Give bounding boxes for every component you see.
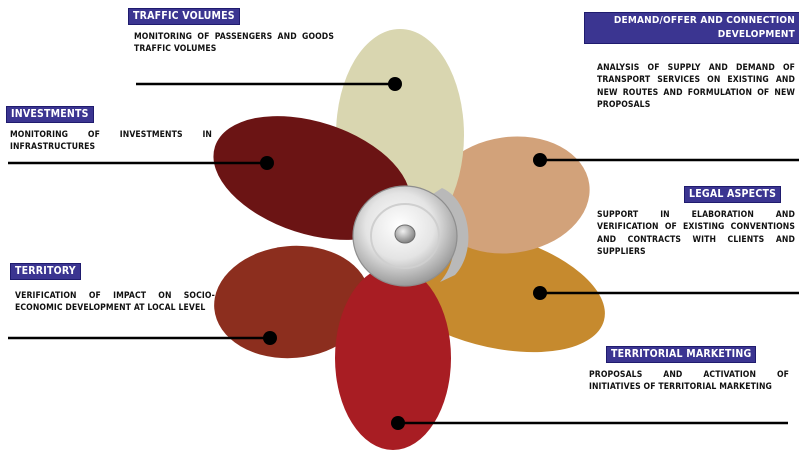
territory-description: VERIFICATION OF IMPACT ON SOCIO-ECONOMIC… [15, 290, 215, 315]
demand-offer-label: DEMAND/OFFER AND CONNECTION DEVELOPMENT [584, 12, 799, 44]
territorial-marketing-label: TERRITORIAL MARKETING [606, 346, 756, 363]
hub-disc-icon [353, 186, 468, 286]
traffic-volumes-label: TRAFFIC VOLUMES [128, 8, 240, 25]
leader-marketing [391, 416, 788, 430]
legal-aspects-label: LEGAL ASPECTS [684, 186, 781, 203]
investments-description: MONITORING OF INVESTMENTS IN INFRASTRUCT… [10, 129, 212, 154]
traffic-volumes-description: MONITORING OF PASSENGERS AND GOODS TRAFF… [134, 31, 334, 56]
investments-label: INVESTMENTS [6, 106, 94, 123]
demand-offer-description: ANALYSIS OF SUPPLY AND DEMAND OF TRANSPO… [597, 62, 795, 112]
territorial-marketing-description: PROPOSALS AND ACTIVATION OF INITIATIVES … [589, 369, 789, 394]
territory-label: TERRITORY [10, 263, 81, 280]
legal-aspects-description: SUPPORT IN ELABORATION AND VERIFICATION … [597, 209, 795, 259]
